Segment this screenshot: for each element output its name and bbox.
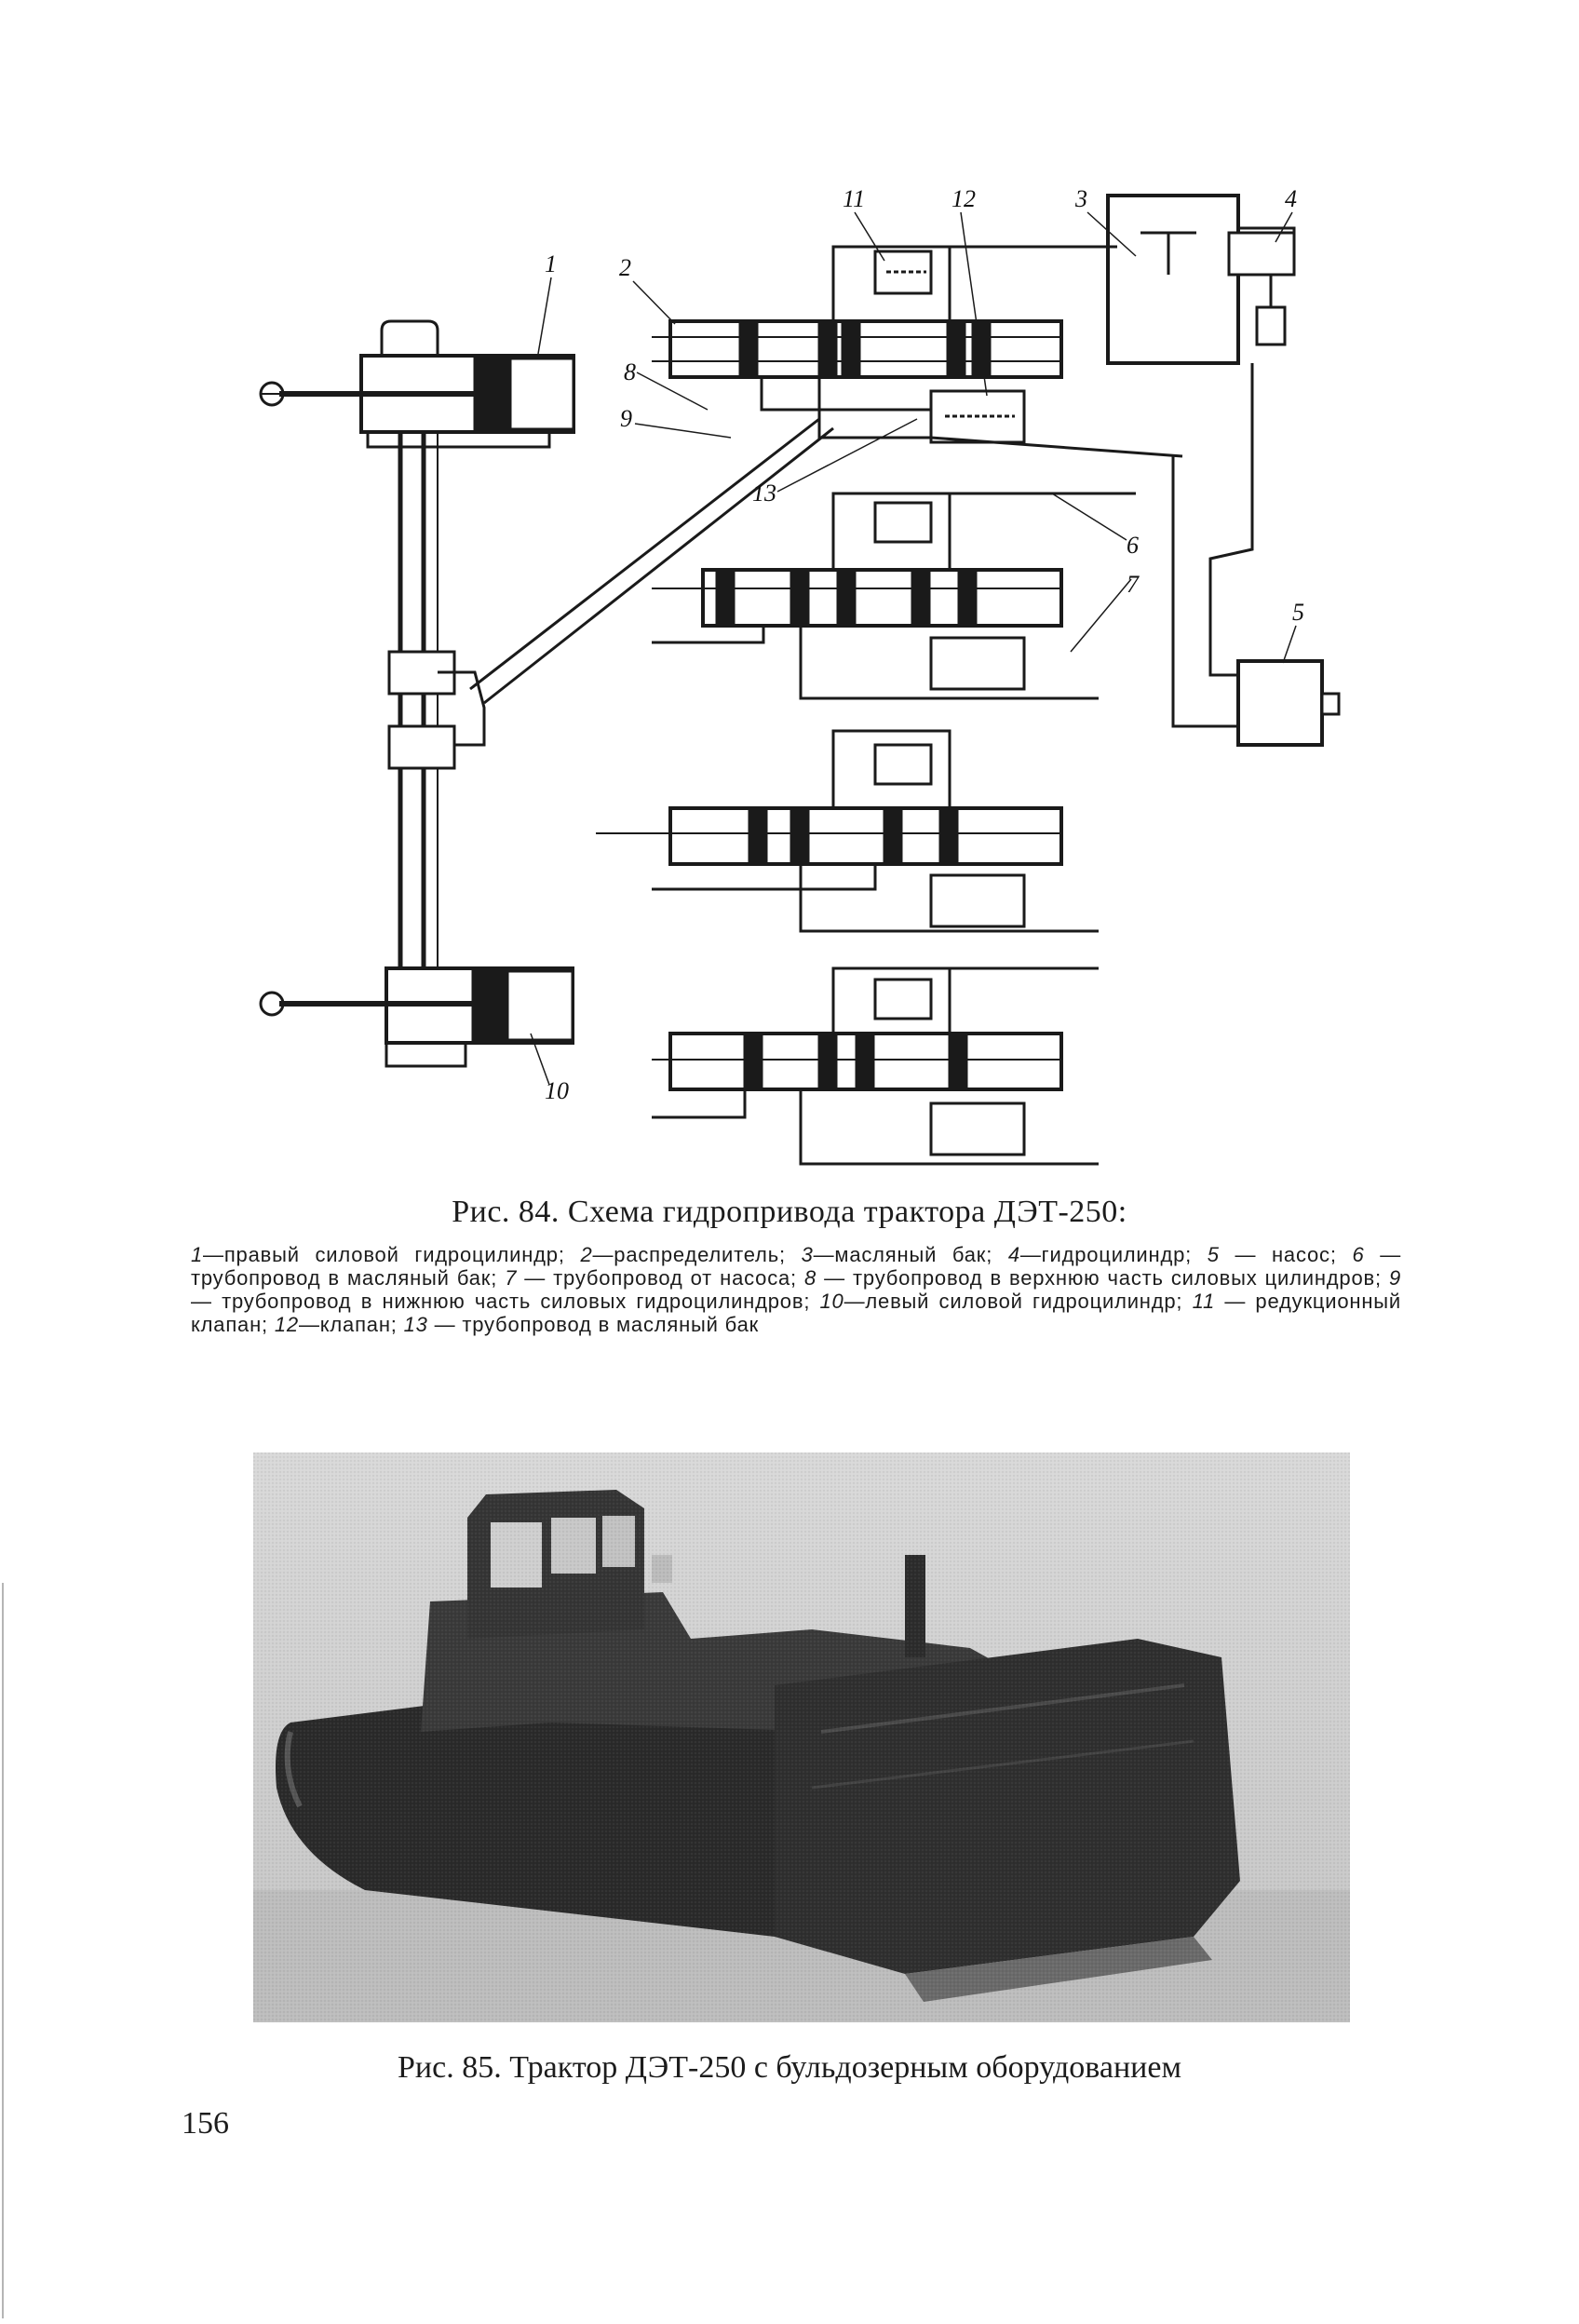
callout-13: 13: [752, 480, 776, 507]
scan-edge-line: [2, 1583, 4, 2318]
callout-3: 3: [1074, 185, 1087, 212]
callout-12: 12: [951, 185, 976, 212]
callout-9: 9: [620, 405, 632, 432]
callout-2: 2: [619, 254, 631, 281]
hydraulic-schematic: 1 2 3 4 5 6 7 8 9 10 11 12 13: [259, 185, 1341, 1166]
figure-84-caption: Рис. 84. Схема гидропривода трактора ДЭТ…: [452, 1195, 1127, 1229]
figure-85-caption: Рис. 85. Трактор ДЭТ-250 с бульдозерным …: [398, 2050, 1181, 2085]
schematic-callouts: 1 2 3 4 5 6 7 8 9 10 11 12 13: [545, 185, 1304, 1104]
callout-6: 6: [1127, 532, 1139, 559]
legend-item: 2—распределитель;: [580, 1243, 802, 1266]
legend-item: 1—правый силовой гидроцилиндр;: [191, 1243, 581, 1266]
callout-4: 4: [1285, 185, 1297, 212]
legend-item: 6 — трубопровод в масляный бак;: [191, 1243, 1401, 1290]
legend-item: 3—масляный бак;: [801, 1243, 1008, 1266]
schematic-lines: [259, 194, 1341, 1166]
legend-item: 4—гидроцилиндр;: [1007, 1243, 1208, 1266]
callout-leaders: [530, 211, 1297, 1086]
legend-item: 8 — трубопровод в верхнюю часть силовых …: [804, 1266, 1389, 1290]
figure-84-legend: 1—правый силовой гидроцилиндр; 2—распред…: [191, 1243, 1401, 1336]
legend-item: 13 — трубопровод в масляный бак: [403, 1313, 760, 1336]
callout-1: 1: [545, 250, 557, 277]
callout-11: 11: [843, 185, 865, 212]
legend-item: 10—левый силовой гидроцилиндр;: [819, 1290, 1193, 1313]
legend-item: 7 — трубопровод от насоса;: [505, 1266, 805, 1290]
legend-item: 5 — насос;: [1207, 1243, 1353, 1266]
legend-item: 9 — трубопровод в нижнюю часть силовых г…: [191, 1266, 1402, 1313]
legend-item: 12—клапан;: [274, 1313, 404, 1336]
legend-item: 11 — редукционный клапан;: [191, 1290, 1401, 1336]
callout-5: 5: [1292, 599, 1304, 626]
page-number: 156: [182, 2106, 229, 2141]
callout-7: 7: [1127, 571, 1140, 598]
tractor-photograph: [253, 1452, 1350, 2022]
callout-8: 8: [624, 358, 636, 385]
